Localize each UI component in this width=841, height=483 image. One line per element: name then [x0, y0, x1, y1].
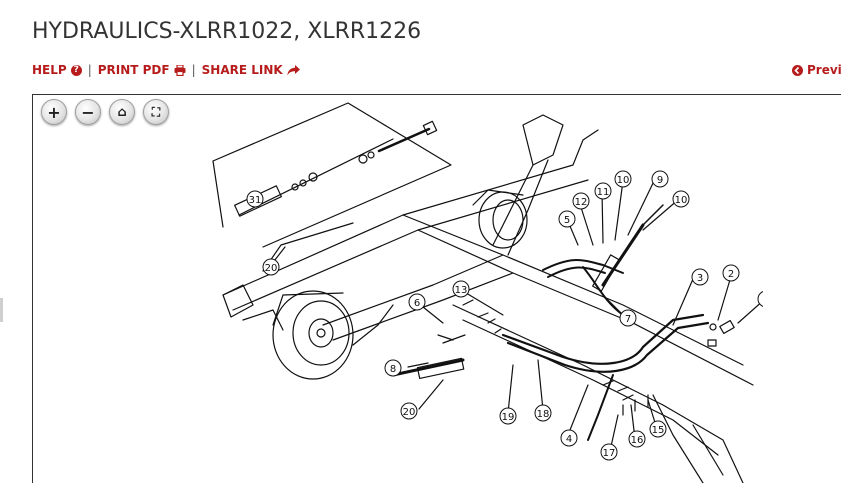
callout-label: 3 [697, 273, 703, 284]
callout-20: 20 [401, 403, 417, 419]
left-scroll-tab[interactable] [0, 298, 3, 322]
callout-label: 10 [675, 195, 688, 206]
zoom-in-button[interactable]: + [41, 99, 67, 125]
callout-11: 11 [595, 183, 611, 199]
callout-17: 17 [601, 444, 617, 460]
callout-13: 13 [453, 281, 469, 297]
callout-3: 3 [692, 269, 708, 285]
minus-icon: − [81, 103, 94, 122]
callout-label: 13 [455, 285, 468, 296]
callout-label: 8 [390, 364, 396, 375]
callout-label: 11 [597, 187, 610, 198]
callout-label: 9 [657, 175, 663, 186]
callout-label: 2 [728, 269, 734, 280]
print-pdf-label: PRINT PDF [98, 63, 170, 77]
callout-label: 20 [403, 407, 416, 418]
callout-16: 16 [629, 431, 645, 447]
home-icon: ⌂ [117, 105, 126, 120]
share-arrow-icon [287, 65, 300, 76]
print-pdf-link[interactable]: PRINT PDF [98, 63, 186, 77]
link-separator: | [192, 63, 196, 77]
callout-10: 10 [673, 191, 689, 207]
help-label: HELP [32, 63, 67, 77]
hydraulics-parts-diagram: 31 20 12 11 10 9 10 5 3 2 1 13 6 7 8 20 … [203, 95, 763, 483]
fullscreen-icon: ⛶ [152, 105, 160, 120]
page-title: HYDRAULICS-XLRR1022, XLRR1226 [32, 19, 421, 44]
callout-9: 9 [652, 171, 668, 187]
diagram-viewer[interactable]: + − ⌂ ⛶ [32, 94, 841, 483]
callout-label: 4 [566, 434, 572, 445]
callout-20: 20 [263, 259, 279, 275]
callout-12: 12 [573, 193, 589, 209]
callout-19: 19 [500, 408, 516, 424]
callout-label: 19 [502, 412, 515, 423]
zoom-out-button[interactable]: − [75, 99, 101, 125]
action-links: HELP ? | PRINT PDF | SHARE LINK [32, 63, 300, 77]
callout-label: 10 [617, 175, 630, 186]
link-separator: | [88, 63, 92, 77]
printer-icon [174, 65, 186, 76]
callout-label: 5 [564, 215, 570, 226]
help-link[interactable]: HELP ? [32, 63, 82, 77]
callout-label: 20 [265, 263, 278, 274]
previous-label: Previ [807, 63, 841, 77]
callout-label: 15 [652, 425, 665, 436]
share-link-label: SHARE LINK [202, 63, 283, 77]
callout-8: 8 [385, 360, 401, 376]
callout-18: 18 [535, 405, 551, 421]
callout-5: 5 [559, 211, 575, 227]
callout-label: 17 [603, 448, 616, 459]
callout-15: 15 [650, 421, 666, 437]
fullscreen-button[interactable]: ⛶ [143, 99, 169, 125]
callout-label: 31 [249, 195, 262, 206]
callout-10: 10 [615, 171, 631, 187]
question-circle-icon: ? [71, 65, 82, 76]
chevron-left-circle-icon [792, 65, 803, 76]
callout-label: 12 [575, 197, 588, 208]
previous-link[interactable]: Previ [792, 63, 841, 77]
callout-6: 6 [409, 294, 425, 310]
callout-7: 7 [620, 310, 636, 326]
callout-4: 4 [561, 430, 577, 446]
callout-label: 18 [537, 409, 550, 420]
home-button[interactable]: ⌂ [109, 99, 135, 125]
share-link[interactable]: SHARE LINK [202, 63, 300, 77]
plus-icon: + [47, 103, 60, 122]
callout-label: 6 [414, 298, 420, 309]
callout-31: 31 [247, 191, 263, 207]
callout-label: 7 [625, 314, 631, 325]
callout-2: 2 [723, 265, 739, 281]
callout-label: 16 [631, 435, 644, 446]
